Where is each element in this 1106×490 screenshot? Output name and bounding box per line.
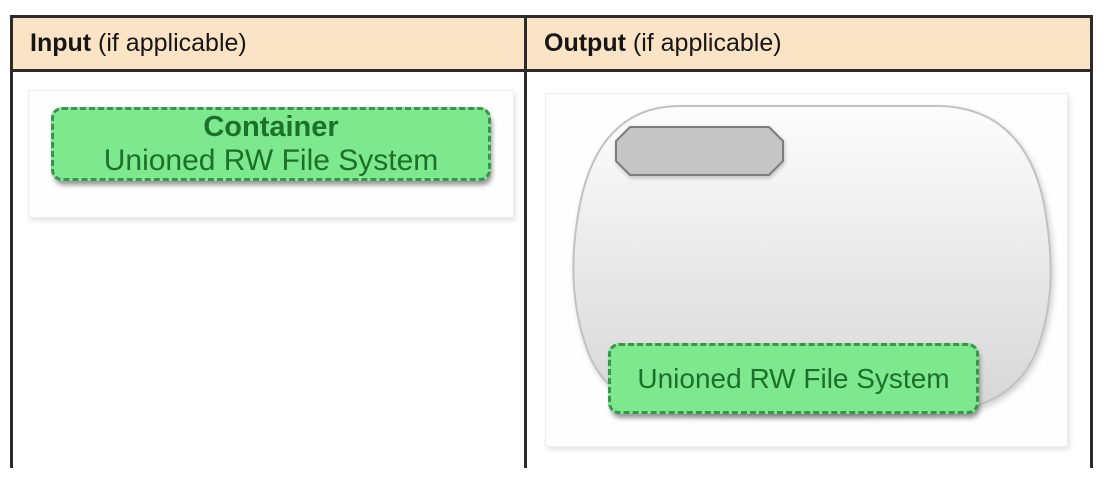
table-body-row: Container Unioned RW File System <box>13 72 1090 468</box>
unioned-rw-box: Unioned RW File System <box>608 343 979 414</box>
unioned-rw-box-label: Unioned RW File System <box>637 362 950 394</box>
header-cell-input: Input (if applicable) <box>13 18 527 69</box>
output-cell: Unioned RW File System <box>527 72 1090 468</box>
container-box-title: Container <box>203 111 339 143</box>
header-cell-output: Output (if applicable) <box>527 18 1090 69</box>
container-unioned-rw-box: Container Unioned RW File System <box>51 107 491 181</box>
input-output-table: Input (if applicable) Output (if applica… <box>10 15 1093 468</box>
image-layer-octagon-box <box>615 126 784 176</box>
input-cell: Container Unioned RW File System <box>13 72 527 468</box>
table-header-row: Input (if applicable) Output (if applica… <box>13 18 1090 72</box>
output-figure-panel: Unioned RW File System <box>545 93 1068 447</box>
input-figure-panel: Container Unioned RW File System <box>28 90 514 218</box>
output-header-label: Output <box>544 29 626 57</box>
output-header-note: (if applicable) <box>625 29 782 57</box>
input-header-note: (if applicable) <box>91 29 247 57</box>
input-header-label: Input <box>30 29 92 57</box>
container-box-subtitle: Unioned RW File System <box>103 144 439 177</box>
